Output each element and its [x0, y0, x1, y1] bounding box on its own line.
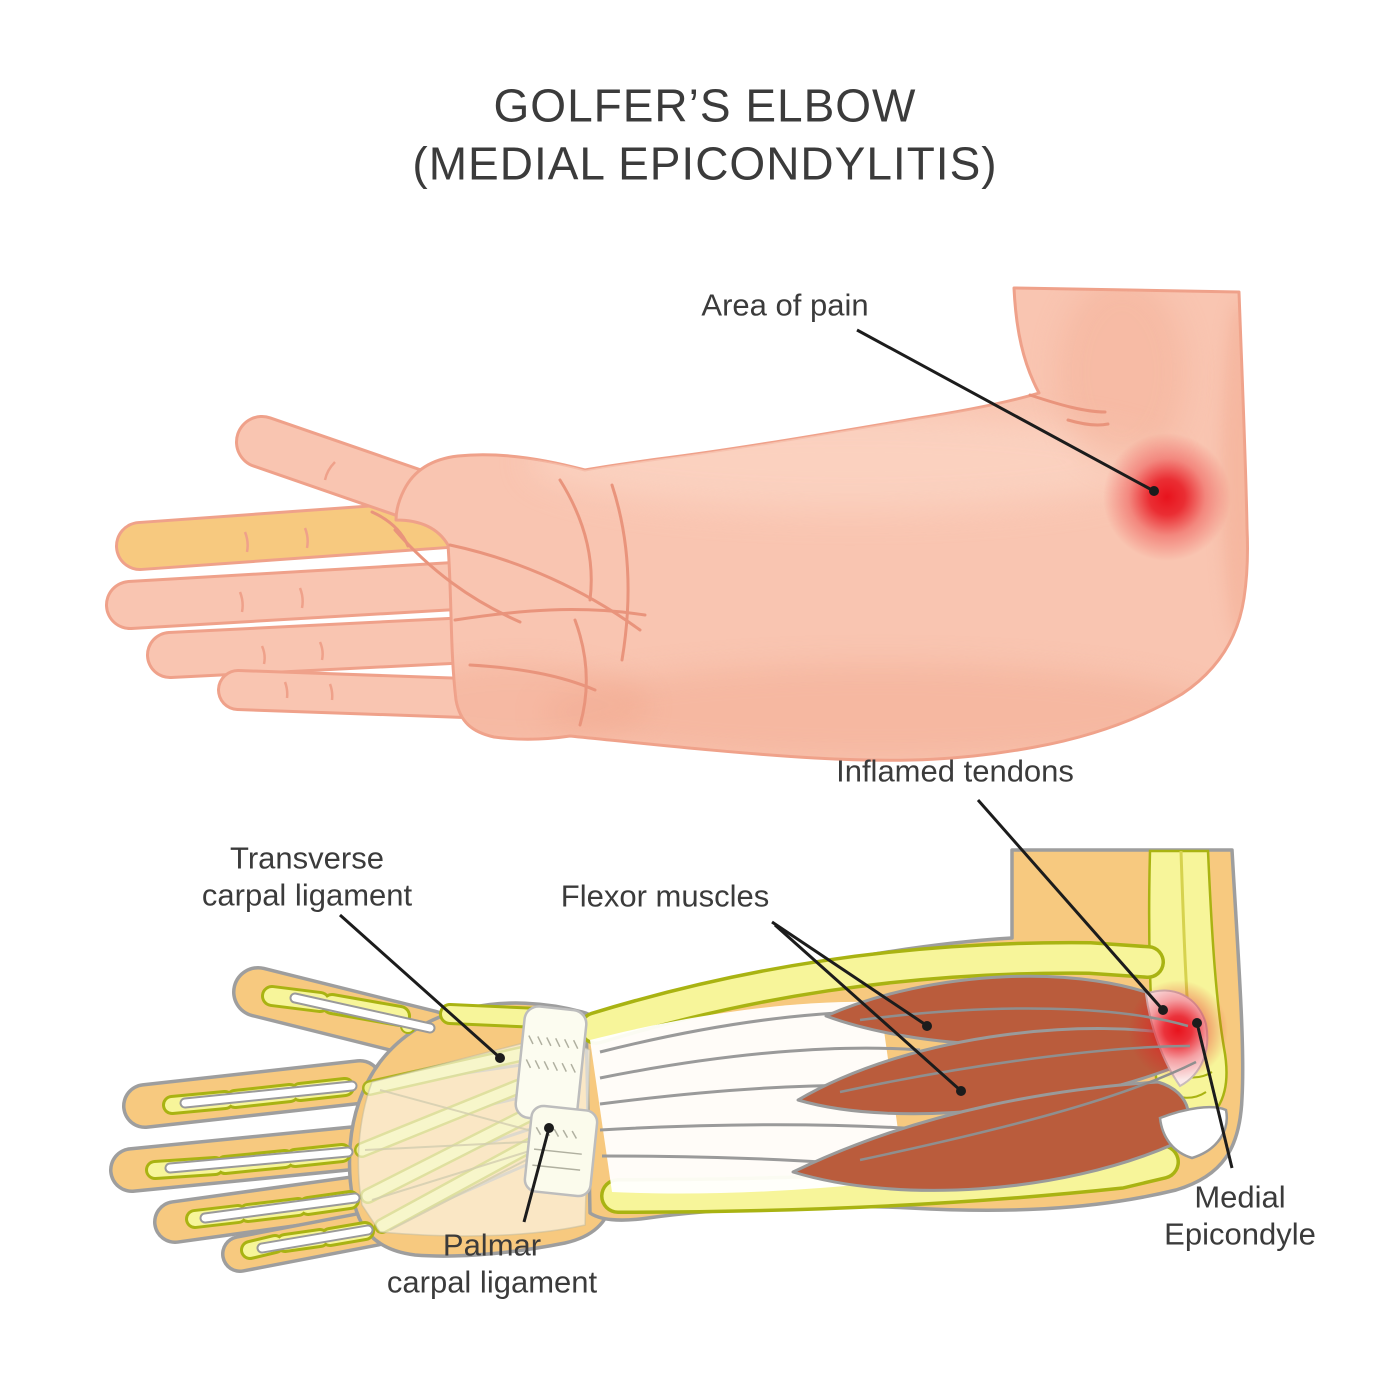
finger-tendons [164, 992, 436, 1254]
label-flexor-muscles: Flexor muscles [560, 878, 770, 914]
leader-lines [339, 799, 1234, 1223]
distal-tendon-wedge [1158, 1105, 1228, 1160]
muscle-tendon-lines [839, 1007, 1197, 1162]
transverse-carpal-ligament [514, 1005, 588, 1123]
finger-creases [238, 461, 336, 701]
page-title: GOLFER’S ELBOW (MEDIAL EPICONDYLITIS) [412, 79, 998, 190]
leader-area-of-pain [856, 328, 1159, 496]
pain-spot [1103, 433, 1231, 561]
palm-creases [370, 393, 1110, 727]
label-palmar-carpal-ligament: Palmar carpal ligament [386, 1227, 598, 1299]
label-transverse-carpal-ligament: Transverse carpal ligament [201, 840, 413, 912]
arm-skin [394, 286, 1250, 762]
label-medial-epicondyle: Medial Epicondyle [1164, 1179, 1316, 1251]
upper-arm-illustration [105, 286, 1250, 762]
label-area-of-pain: Area of pain [701, 287, 869, 323]
label-inflamed-tendons: Inflamed tendons [836, 753, 1074, 789]
lower-anatomy-illustration [109, 799, 1245, 1273]
flexor-muscles [791, 974, 1195, 1192]
